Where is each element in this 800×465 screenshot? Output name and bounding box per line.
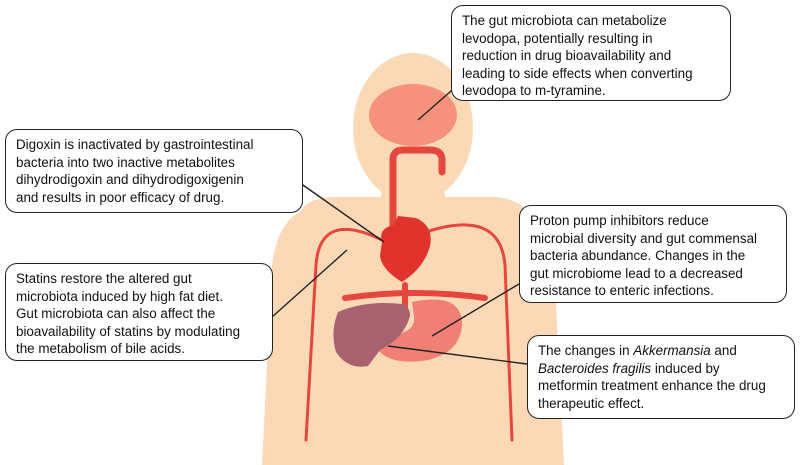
callout-line: microbiota induced by high fat diet. <box>16 288 223 304</box>
callout-metformin: The changes in Akkermansia and Bacteroid… <box>527 335 795 419</box>
callout-statins: Statins restore the altered gut microbio… <box>5 263 273 361</box>
callout-line: resistance to enteric infections. <box>530 283 714 299</box>
callout-line: Proton pump inhibitors reduce <box>530 213 709 228</box>
connector-statins <box>271 249 348 318</box>
callout-line: The changes in Akkermansia and <box>538 342 784 360</box>
connector-lines <box>271 83 528 365</box>
akkermansia-term: Akkermansia <box>633 343 711 358</box>
connector-ppi <box>431 283 520 337</box>
left-artery-vessel <box>304 227 384 442</box>
callout-ppi: Proton pump inhibitors reduce microbial … <box>519 205 787 303</box>
callout-line: therapeutic effect. <box>538 395 645 411</box>
callout-line: leading to side effects when converting <box>462 65 693 81</box>
brain-organ <box>369 84 457 146</box>
callout-line: Bacteroides fragilis induced by <box>538 360 784 378</box>
callout-line: metformin treatment enhance the drug <box>538 378 766 394</box>
esophagus-vessel <box>389 146 446 262</box>
blood-vessels <box>304 146 514 442</box>
callout-line: gut microbiome lead to a decreased <box>530 265 743 281</box>
callout-text: The changes in <box>538 343 634 358</box>
callout-line: the metabolism of bile acids. <box>16 341 185 357</box>
callout-line: Statins restore the altered gut <box>16 271 192 286</box>
callout-digoxin: Digoxin is inactivated by gastrointestin… <box>5 129 303 213</box>
callout-text: and <box>710 343 737 358</box>
stomach-organ <box>376 299 462 362</box>
callout-line: reduction in drug bioavailability and <box>462 48 672 64</box>
right-artery-vessel <box>424 223 514 442</box>
callout-line: bacteria into two inactive metabolites <box>16 154 235 170</box>
callout-line: The gut microbiota can metabolize <box>462 13 667 28</box>
callout-line: dihydrodigoxin and dihydrodigoxigenin <box>16 172 244 188</box>
left-arm-shape <box>262 212 318 465</box>
callout-line: Digoxin is inactivated by gastrointestin… <box>16 137 254 152</box>
liver-organ <box>333 303 410 367</box>
heart-organ <box>380 216 431 282</box>
connector-digoxin <box>299 182 385 243</box>
callout-line: bacteria abundance. Changes in the <box>530 248 746 264</box>
diaphragm-band <box>342 290 488 301</box>
callout-line: bioavailability of statins by modulating <box>16 323 241 339</box>
callout-line: levodopa, potentially resulting in <box>462 30 653 46</box>
connector-metformin <box>387 345 528 365</box>
callout-line: levodopa to m-tyramine. <box>462 83 606 99</box>
callout-line: microbial diversity and gut commensal <box>530 230 757 246</box>
bacteroides-term: Bacteroides fragilis <box>538 360 652 376</box>
callout-line: Gut microbiota can also affect the <box>16 306 216 322</box>
callout-levodopa: The gut microbiota can metabolize levodo… <box>451 5 731 101</box>
callout-line: and results in poor efficacy of drug. <box>16 189 225 205</box>
callout-text: induced by <box>651 360 720 376</box>
